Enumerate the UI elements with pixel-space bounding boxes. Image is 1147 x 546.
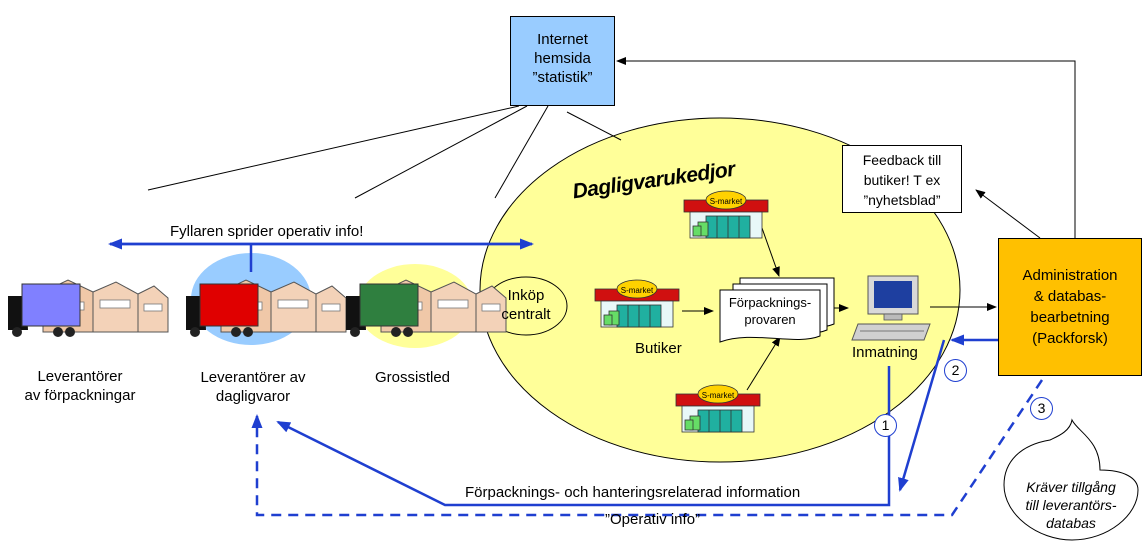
admin-box: Administration & databas- bearbetning (P… [998, 238, 1142, 376]
document-stack-icon [719, 277, 835, 343]
purchasing-line-2: centralt [501, 306, 551, 323]
input-label: Inmatning [852, 344, 918, 361]
feedback-line-3: ”nyhetsblad” [863, 192, 941, 208]
badge-1: 1 [874, 414, 897, 437]
packaging-suppliers-line-2: av förpackningar [24, 387, 136, 404]
packaging-suppliers-label: Leverantörer av förpackningar [10, 367, 150, 405]
internet-links [147, 105, 622, 199]
speech-bubble-line-3: databas [1046, 515, 1096, 531]
feedback-line-2: butiker! T ex [863, 172, 941, 188]
packaging-tester-line-1: Förpacknings- [728, 295, 812, 310]
badge-3: 3 [1030, 397, 1053, 420]
store-top-arrow [761, 227, 780, 277]
store-left-sign: S-market [621, 286, 654, 295]
truck-grocery-suppliers-icon [185, 279, 347, 338]
admin-line-2: & databas- [1033, 288, 1107, 305]
operative-info-double-arrow [108, 238, 534, 272]
admin-to-feedback-arrow [975, 189, 1041, 239]
admin-line-3: bearbetning [1030, 309, 1110, 326]
feedback-line-1: Feedback till [862, 152, 942, 168]
internet-box-line-2: hemsida [534, 50, 591, 67]
speech-bubble-line-2: till leverantörs- [1025, 497, 1117, 513]
admin-line-1: Administration [1022, 267, 1118, 284]
packaging-tester-line-2: provaren [744, 312, 796, 327]
info-flow-arrow-2 [898, 339, 946, 492]
internet-box-line-1: Internet [537, 31, 588, 48]
speech-bubble-text: Kräver tillgång till leverantörs- databa… [1006, 478, 1136, 532]
admin-line-4: (Packforsk) [1032, 330, 1108, 347]
dashed-operative-info-arrow [251, 379, 1044, 517]
top-arrow-label: Fyllaren sprider operativ info! [170, 223, 364, 240]
wholesale-label: Grossistled [375, 369, 451, 386]
store-bottom-sign: S-market [702, 391, 735, 400]
computer-icon [851, 275, 931, 341]
internet-box: Internet hemsida ”statistik” [510, 16, 615, 106]
bottom-info-label: Förpacknings- och hanteringsrelaterad in… [465, 484, 801, 501]
stores-label: Butiker [635, 340, 682, 357]
purchasing-label: Inköp centralt [492, 286, 560, 324]
internet-box-line-3: ”statistik” [532, 69, 593, 86]
grocery-suppliers-line-1: Leverantörer av [200, 369, 306, 386]
purchasing-line-1: Inköp [507, 287, 545, 304]
store-bottom-arrow [746, 336, 781, 391]
packaging-suppliers-line-1: Leverantörer [37, 368, 123, 385]
grocery-suppliers-line-2: dagligvaror [215, 388, 291, 405]
store-top-sign: S-market [710, 197, 743, 206]
speech-bubble-line-1: Kräver tillgång [1026, 479, 1116, 495]
bottom-operative-label: ”Operativ info” [605, 511, 701, 528]
feedback-box: Feedback till butiker! T ex ”nyhetsblad” [842, 145, 962, 213]
grocery-suppliers-label: Leverantörer av dagligvaror [185, 368, 321, 406]
badge-2: 2 [944, 359, 967, 382]
packaging-tester-label: Förpacknings- provaren [720, 294, 820, 328]
truck-wholesale-icon [345, 279, 507, 338]
admin-to-internet-arrow [616, 57, 1076, 238]
truck-packaging-suppliers-icon [7, 279, 169, 338]
speech-bubble-shape [1003, 418, 1139, 541]
